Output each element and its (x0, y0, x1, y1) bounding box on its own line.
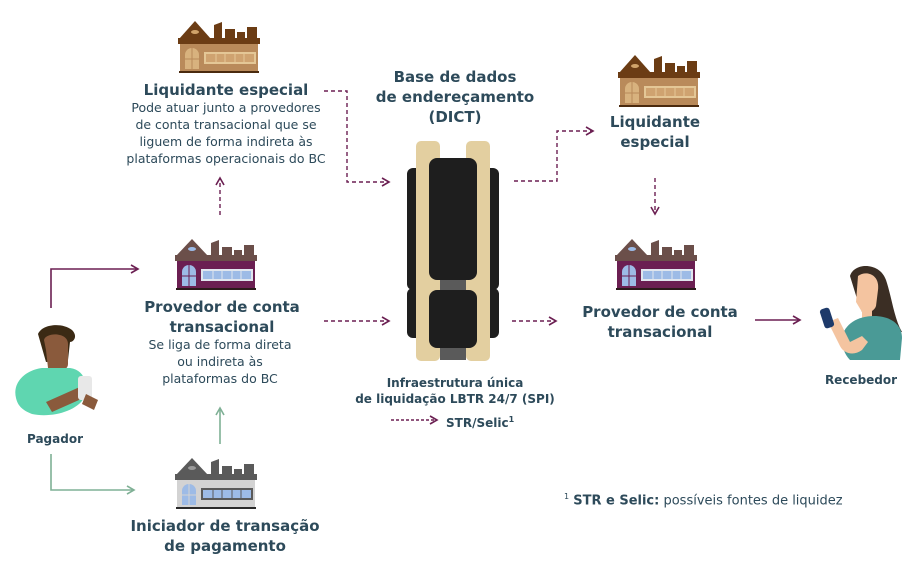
desc-line: ou indireta às (177, 354, 263, 369)
spi-title: Infraestrutura única de liquidação LBTR … (345, 375, 565, 407)
iniciador-title: Iniciador de transação de pagamento (100, 516, 350, 556)
dict-title: Base de dados de endereçamento (DICT) (360, 67, 550, 127)
provedor-right-title: Provedor de conta transacional (560, 302, 760, 342)
title-line: Iniciador de transação (130, 517, 320, 535)
building-icon (615, 239, 697, 290)
desc-line: liguem de forma indireta às (139, 134, 313, 149)
arrow-pagador-to-iniciador (50, 454, 136, 495)
building-icon (175, 239, 257, 290)
building-icon (178, 21, 260, 73)
title-line: Liquidante (609, 113, 701, 131)
provedor-left-description: Se liga de forma direta ou indireta às p… (120, 336, 320, 387)
building-icon (175, 458, 257, 509)
footnote-bold: STR e Selic: (573, 493, 660, 509)
title-line: Infraestrutura única (386, 376, 524, 390)
title-line: Provedor de conta (582, 303, 738, 321)
liquidante-left-title: Liquidante especial (143, 81, 309, 99)
footnote: 1 STR e Selic: possíveis fontes de liqui… (564, 492, 843, 508)
arrow-liquidante-to-spi (324, 90, 391, 187)
person-woman-phone-icon (819, 265, 902, 360)
desc-line: de conta transacional que se (135, 117, 317, 132)
pagador-label: Pagador (26, 432, 83, 446)
recebedor-label: Recebedor (824, 373, 898, 387)
footnote-text: possíveis fontes de liquidez (659, 493, 843, 509)
desc-line: Se liga de forma direta (148, 337, 292, 352)
arrow-pagador-to-provedor (50, 264, 140, 308)
liquidante-right-title: Liquidante especial (590, 112, 720, 152)
arrow-spi-to-liquidante-right (514, 126, 595, 182)
title-line: transacional (169, 318, 275, 336)
server-rack-icon (407, 141, 499, 361)
desc-line: plataformas do BC (162, 371, 278, 386)
provedor-left-title: Provedor de conta transacional (110, 297, 334, 337)
title-line: de liquidação LBTR 24/7 (SPI) (355, 392, 555, 406)
title-line: Base de dados (393, 68, 517, 86)
building-icon (618, 55, 700, 107)
title-line: especial (620, 133, 690, 151)
spi-legend-label: STR/Selic1 (446, 412, 514, 431)
title-line: de endereçamento (375, 88, 535, 106)
desc-line: Pode atuar junto a provedores (131, 100, 321, 115)
liquidante-left-description: Pode atuar junto a provedores de conta t… (100, 99, 352, 167)
footnote-sup: 1 (564, 492, 570, 501)
legend-text: STR/Selic (446, 416, 509, 430)
title-line: Provedor de conta (144, 298, 300, 316)
desc-line: plataformas operacionais do BC (126, 151, 326, 166)
legend-sup: 1 (508, 415, 515, 424)
person-man-phone-icon (15, 325, 98, 416)
title-line: transacional (607, 323, 713, 341)
title-line: de pagamento (164, 537, 286, 555)
title-line: (DICT) (428, 108, 482, 126)
